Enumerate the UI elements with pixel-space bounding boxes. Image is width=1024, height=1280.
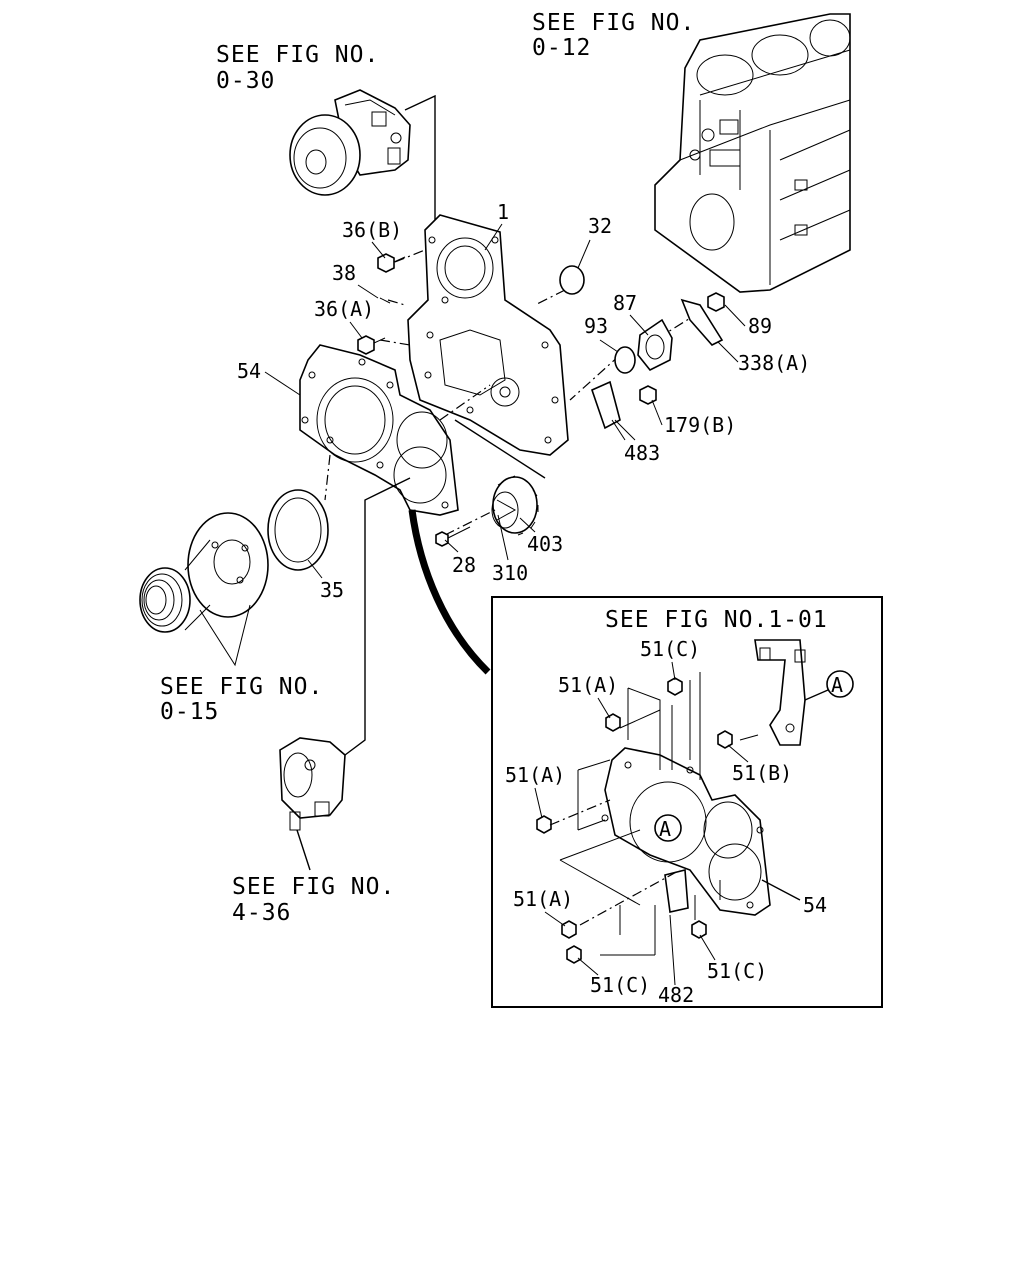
callout-310: 310 xyxy=(492,561,528,585)
fig-ref-4-36-line2: 4-36 xyxy=(232,900,291,926)
fig-ref-0-30-line2: 0-30 xyxy=(216,68,275,94)
fig-ref-0-15-line2: 0-15 xyxy=(160,699,219,725)
detail-plate xyxy=(601,747,771,916)
detail-callout-51c-top: 51(C) xyxy=(640,637,700,661)
fig-ref-0-12-line1: SEE FIG NO. xyxy=(532,10,695,36)
crank-pulley-icon xyxy=(139,512,269,633)
callout-28: 28 xyxy=(452,553,476,577)
callout-483: 483 xyxy=(624,441,660,465)
engine-block-icon xyxy=(654,13,851,293)
detail-callout-54: 54 xyxy=(803,893,827,917)
fig-ref-0-30-line1: SEE FIG NO. xyxy=(216,42,379,68)
detail-callout-51b: 51(B) xyxy=(732,761,792,785)
detail-callout-51c-right: 51(C) xyxy=(707,959,767,983)
callout-179b: 179(B) xyxy=(664,413,736,437)
compressor-icon xyxy=(289,89,411,196)
detail-marker-letter: A xyxy=(831,673,843,697)
callout-338a: 338(A) xyxy=(738,351,810,375)
detail-marker xyxy=(826,670,854,698)
callout-36b: 36(B) xyxy=(342,218,402,242)
power-steering-pump-icon xyxy=(279,737,346,831)
callout-1: 1 xyxy=(497,200,509,224)
timing-gear-plate xyxy=(299,344,459,516)
fig-ref-0-12-line2: 0-12 xyxy=(532,35,591,61)
callout-89: 89 xyxy=(748,314,772,338)
callout-35: 35 xyxy=(320,578,344,602)
detail-marker-on-plate xyxy=(654,814,682,842)
seal-ring-icon xyxy=(267,489,329,571)
callout-54: 54 xyxy=(237,359,261,383)
callout-32: 32 xyxy=(588,214,612,238)
callout-38: 38 xyxy=(332,261,356,285)
callout-93: 93 xyxy=(584,314,608,338)
fig-ref-4-36-line1: SEE FIG NO. xyxy=(232,874,395,900)
fig-ref-1-01: SEE FIG NO.1-01 xyxy=(605,607,828,633)
timing-case-cover xyxy=(407,214,569,456)
callout-403: 403 xyxy=(527,532,563,556)
detail-marker-letter-plate: A xyxy=(659,817,671,841)
gear-icon xyxy=(491,475,539,536)
detail-callout-51c-left: 51(C) xyxy=(590,973,650,997)
detail-callout-51a-top: 51(A) xyxy=(558,673,618,697)
callout-87: 87 xyxy=(613,291,637,315)
detail-callout-51a-low: 51(A) xyxy=(513,887,573,911)
bolt-icon xyxy=(357,253,725,547)
fig-ref-0-15-line1: SEE FIG NO. xyxy=(160,674,323,700)
callout-36a: 36(A) xyxy=(314,297,374,321)
detail-callout-482: 482 xyxy=(658,983,694,1007)
detail-callout-51a-mid: 51(A) xyxy=(505,763,565,787)
